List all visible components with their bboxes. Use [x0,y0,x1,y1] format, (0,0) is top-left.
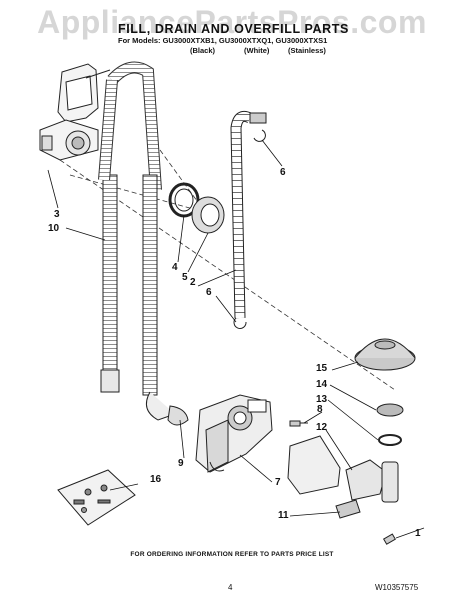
callout-12: 12 [316,422,328,433]
nut [376,403,404,417]
float-switch-bracket [287,435,387,519]
callout-3: 3 [54,209,60,220]
callout-6-lower: 6 [206,287,212,298]
callout-13: 13 [316,394,328,405]
float-stem [381,461,399,503]
callout-2: 2 [190,277,196,288]
callout-1: 1 [415,528,421,539]
watermark: AppliancePartsPros.com [37,4,427,40]
inlet-bracket [39,63,111,161]
hardware-bag [57,469,136,526]
variant-stainless: (Stainless) [288,46,326,55]
washer [378,434,402,446]
callout-10: 10 [48,223,60,234]
drain-hose [98,61,189,426]
document-number: W10357575 [375,583,419,592]
callout-11: 11 [278,510,289,521]
model-list: For Models: GU3000XTXB1, GU3000XTXQ1, GU… [118,36,328,45]
callout-8: 8 [317,404,323,415]
page-number: 4 [228,583,233,592]
ordering-note: FOR ORDERING INFORMATION REFER TO PARTS … [130,551,334,558]
callout-6-upper: 6 [280,167,286,178]
callout-9: 9 [178,458,184,469]
callout-5: 5 [182,272,188,283]
variant-white: (White) [244,46,270,55]
diagram-title: FILL, DRAIN AND OVERFILL PARTS [118,22,349,36]
pump-assembly [195,394,273,473]
fill-hose [230,110,267,329]
callout-4: 4 [172,262,178,273]
screw-bottom [382,533,397,545]
grommet [191,196,225,234]
callout-16: 16 [150,474,162,485]
variant-black: (Black) [190,46,216,55]
callout-15: 15 [316,363,328,374]
float-cup [354,338,416,371]
callout-14: 14 [316,379,328,390]
callout-7: 7 [275,477,281,488]
